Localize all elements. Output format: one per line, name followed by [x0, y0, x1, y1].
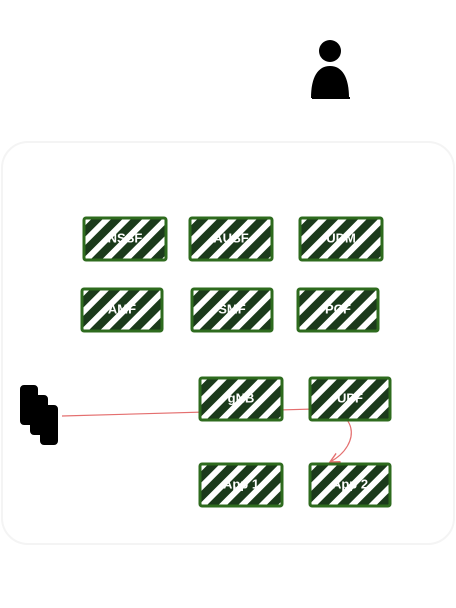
node-nssf[interactable]: NSSF	[82, 216, 168, 262]
person-icon	[311, 40, 350, 99]
phones-icon	[20, 385, 58, 445]
node-label: App 2	[332, 476, 368, 491]
node-smf[interactable]: SMF	[190, 287, 274, 333]
node-label: UDM	[326, 230, 356, 245]
node-amf[interactable]: AMF	[80, 287, 164, 333]
node-layer: NSSF AUSF UDM AMF SMF PCF gNB UPF	[80, 216, 392, 508]
node-label: AUSF	[213, 230, 248, 245]
node-app2[interactable]: App 2	[308, 462, 392, 508]
node-label: UPF	[337, 390, 363, 405]
core-network-frame	[1, 141, 455, 545]
node-label: App 1	[223, 476, 259, 491]
node-label: SMF	[218, 301, 246, 316]
node-label: PCF	[325, 301, 351, 316]
node-app1[interactable]: App 1	[198, 462, 284, 508]
node-gnb[interactable]: gNB	[198, 376, 284, 422]
node-label: gNB	[228, 390, 255, 405]
node-upf[interactable]: UPF	[308, 376, 392, 422]
node-udm[interactable]: UDM	[298, 216, 384, 262]
node-label: AMF	[108, 301, 136, 316]
node-label: NSSF	[108, 230, 143, 245]
node-pcf[interactable]: PCF	[296, 287, 380, 333]
node-ausf[interactable]: AUSF	[188, 216, 274, 262]
